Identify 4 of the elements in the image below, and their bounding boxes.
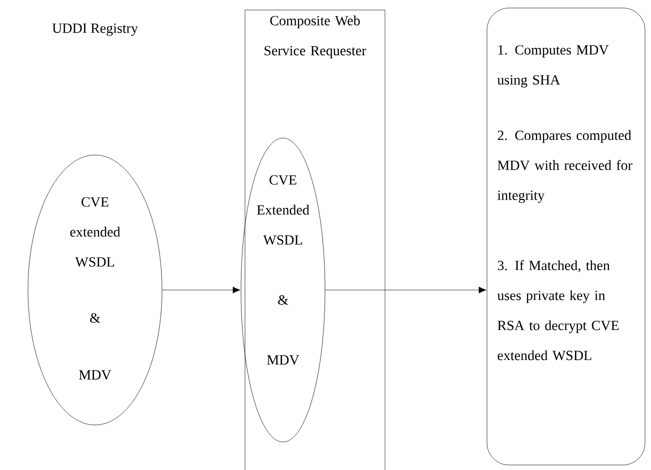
arrow [325,286,486,294]
heading-label: UDDI Registry [52,24,138,36]
arrow [162,286,240,294]
rounded-box: 1. Computes MDV using SHA 2. Compares computed MDV with received for integrity 3. If Matched, then uses private key in RSA to decrypt CVE extended WSDL [486,8,646,466]
